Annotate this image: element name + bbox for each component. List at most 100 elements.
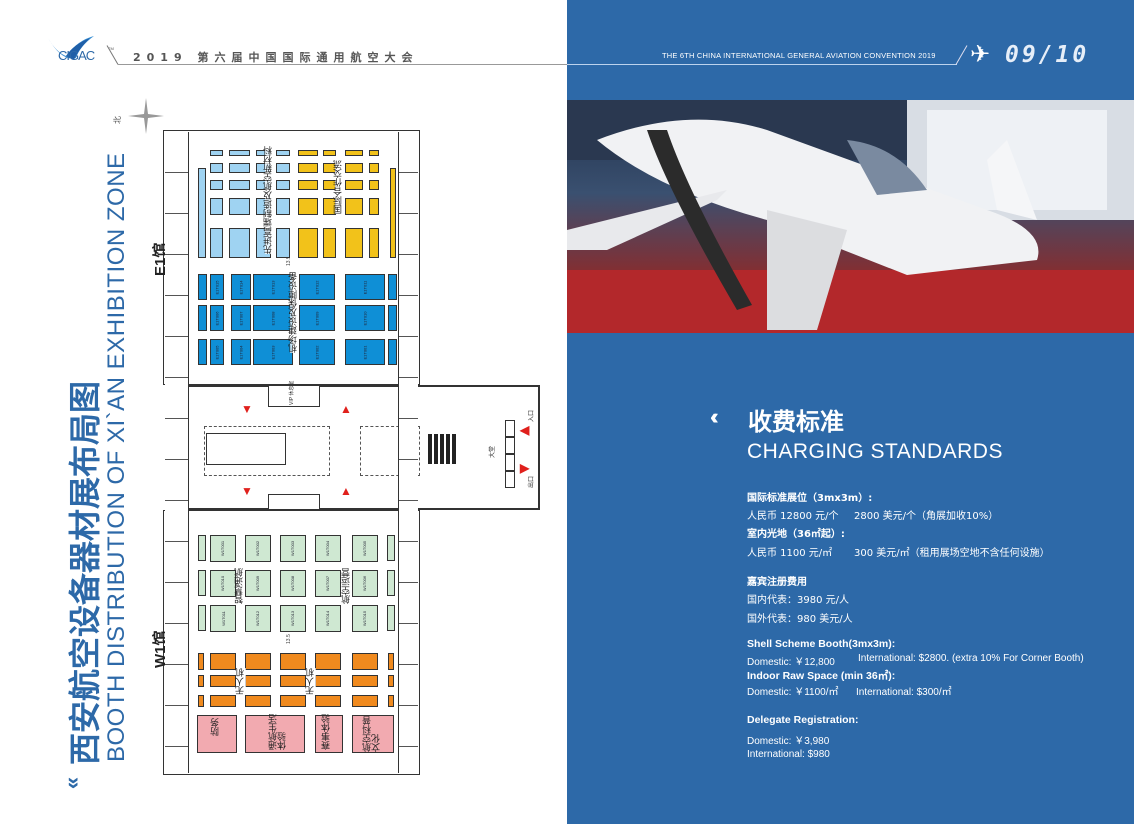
booth-orange [315,675,341,687]
booth-green: W1T013 [280,605,306,632]
booth-light-blue [276,198,290,215]
booth-blue: E1T015 [210,274,224,300]
entrance-arrow-icon: ◀ [520,423,530,437]
booth-id: W1T004 [325,540,331,557]
booth-orange [280,675,306,687]
booth-light-blue [229,180,250,190]
booth-id: E1T003 [270,344,276,360]
booth-green: W1T010 [210,570,236,597]
exit-arrow-icon: ▶ [520,461,530,475]
booth-blue: E1T012 [299,274,335,300]
booth-id: W1T015 [362,610,368,627]
compass-north-label: 北 [113,116,122,124]
booth-yellow [369,150,379,156]
booth-strip-green [198,570,206,596]
section-title-cn: 收费标准 [748,408,844,436]
entrance-doors [505,420,515,488]
booth-yellow [369,163,379,173]
booth-green: W1T001 [210,535,236,562]
booth-light-blue [229,150,250,156]
booth-pink [352,715,394,753]
delegate-international-en: International: $980 [747,749,830,760]
booth-green: W1T011 [210,605,236,632]
aircraft-photo [567,100,1134,333]
booth-light-blue [276,180,290,190]
booth-blue: E1T010 [345,305,385,331]
booth-orange [280,695,306,707]
delegate-international-cn: 国外代表：980 美元/人 [747,614,853,625]
booth-id: E1T002 [314,344,320,360]
booth-id: W1T008 [290,575,296,592]
delegate-heading-cn: 嘉宾注册费用 [747,577,807,588]
booth-yellow [345,180,363,190]
booth-orange [245,675,271,687]
delegate-domestic-en: Domestic: ￥3,980 [747,736,830,747]
booth-strip-orange [388,695,394,707]
airplane-icon: ✈ [970,41,991,68]
booth-light-blue [210,150,223,156]
booth-light-blue [210,163,223,173]
booth-green: W1T012 [245,605,271,632]
booth-light-blue [210,180,223,190]
booth-light-blue [210,228,223,258]
booth-strip-green [387,570,395,596]
booth-id: E1T004 [238,344,244,360]
booth-blue: E1T011 [345,274,385,300]
booth-id: E1T015 [214,279,220,295]
booth-blue: E1T006 [210,305,224,331]
page-title-en: BOOTH DISTRIBUTION OF XI`AN EXHIBITION Z… [103,152,130,762]
vip-room-top [268,385,320,407]
booth-orange [352,653,378,670]
header-rule-right [567,64,957,65]
booth-id: W1T010 [220,575,226,592]
booth-light-blue [276,163,290,173]
header-title-en: THE 6TH CHINA INTERNATIONAL GENERAL AVIA… [662,51,936,60]
booth-yellow [298,228,318,258]
zone-label-aviation-operation: 航空运营 [342,568,352,604]
booth-id: E1T009 [314,310,320,326]
booth-id: E1T013 [270,279,276,295]
booth-light-blue [229,163,250,173]
booth-strip-blue [198,305,207,331]
booth-light-blue [276,150,290,156]
zone-label-airport-equipment: 机场建设及保障设备 [289,272,299,353]
escalator [428,434,456,464]
booth-yellow [298,163,318,173]
zone-label-smart-aviation: 智慧通航 [235,568,245,604]
booth-yellow [298,150,318,156]
cigac-logo: CIGAC TM [44,30,116,66]
booth-yellow [345,198,363,215]
booth-price-usd: 2800 美元/个（角展加收10%） [854,511,999,522]
aisle-width-w1: 13.5 [286,634,292,644]
booth-orange [210,695,236,707]
booth-blue: E1T007 [231,305,251,331]
booth-id: W1T011 [220,611,226,626]
booth-blue: E1T013 [253,274,293,300]
booth-id: E1T007 [238,310,244,326]
compass-icon [128,98,164,134]
section-chevron-icon: ‹‹ [710,404,718,429]
booth-strip-green [387,535,395,561]
booth-domestic-en: Domestic: ￥12,800 [747,657,835,668]
booth-yellow [369,180,379,190]
exit-label: 出口 [529,475,535,488]
booth-green: W1T006 [352,570,378,597]
booth-orange [210,675,236,687]
chevron-icon: « [59,776,85,790]
booth-id: E1T014 [238,279,244,295]
section-title-en: CHARGING STANDARDS [747,440,1003,463]
booth-pink [245,715,305,753]
booth-yellow [345,150,363,156]
booth-orange [210,653,236,670]
booth-blue: E1T014 [231,274,251,300]
zone-label-ga-life: 通航生活体验 [269,714,288,750]
booth-orange [352,675,378,687]
header-title-cn: 2019 第六届中国国际通用航空大会 [133,51,419,64]
booth-orange [245,653,271,670]
lobby-hall-label: 大堂 [490,445,496,458]
booth-light-blue [276,228,290,258]
booth-yellow [323,150,336,156]
arrow-up-icon: ▲ [340,402,352,416]
zone-label-uav: 无人机 [236,668,246,695]
lobby-stage [206,433,286,465]
